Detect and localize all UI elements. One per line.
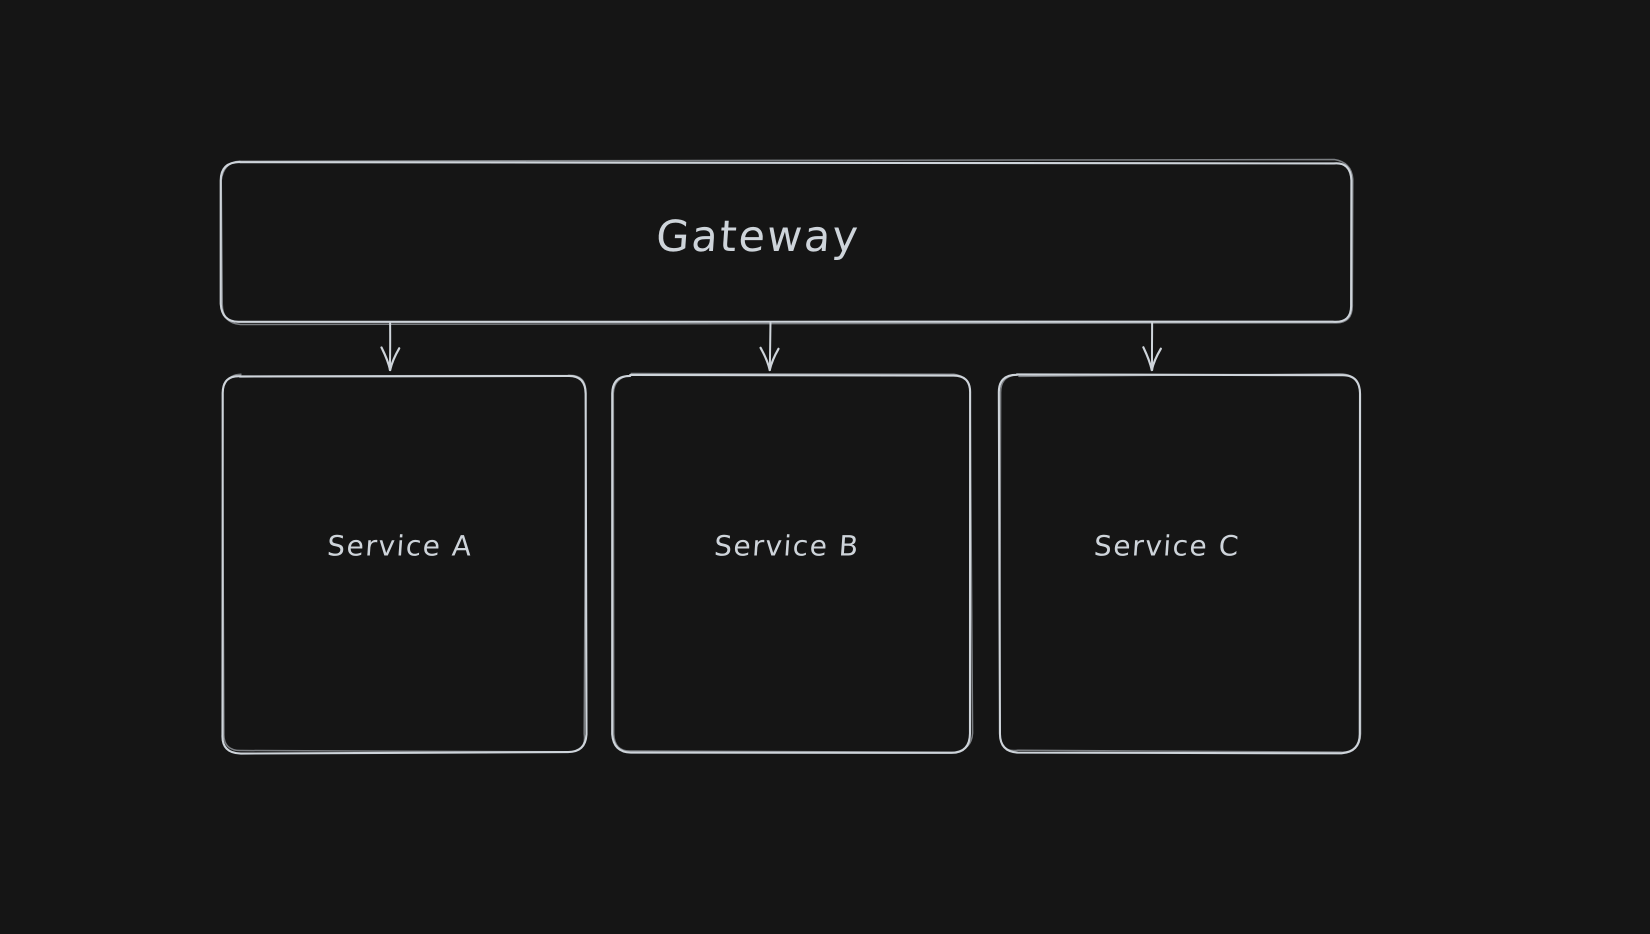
node-service-c-label: Service C (1092, 529, 1242, 563)
node-service-b-label: Service B (713, 529, 861, 563)
edges-group (380, 322, 1162, 372)
node-gateway-label: Gateway (654, 212, 862, 262)
node-service-a-label: Service A (326, 529, 474, 563)
node-service-b[interactable] (613, 375, 971, 752)
shapes-group (219, 158, 1362, 755)
node-service-a[interactable] (223, 375, 586, 752)
node-service-c[interactable] (1000, 375, 1360, 752)
